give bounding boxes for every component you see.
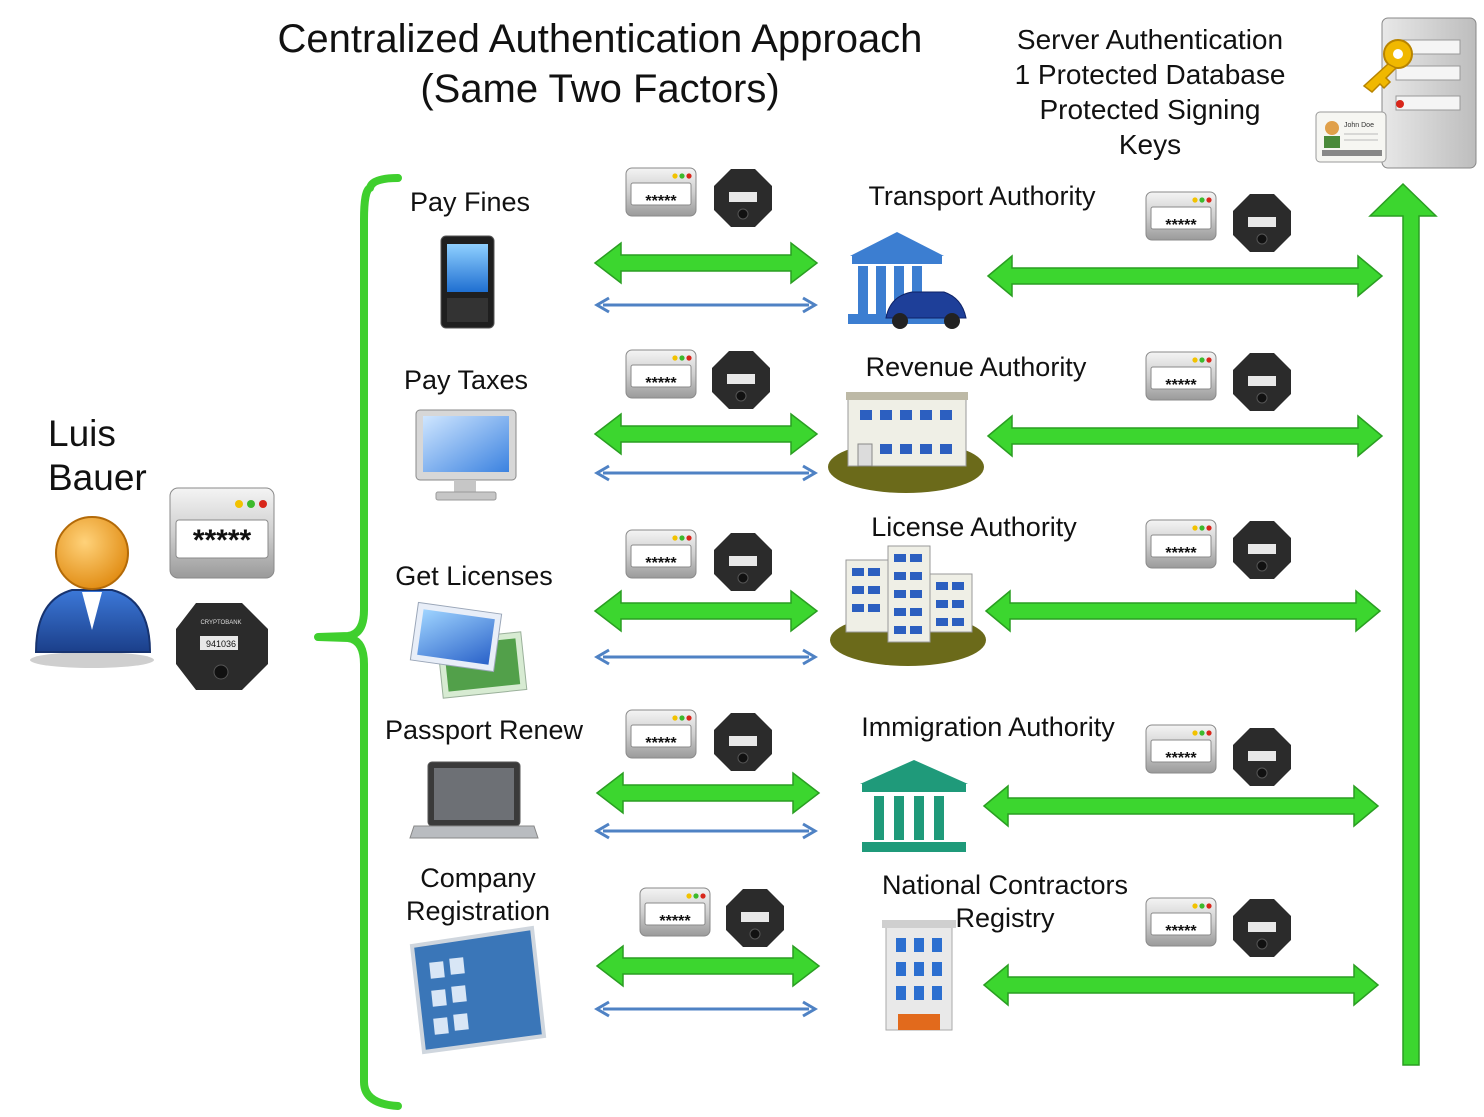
password-mask: *****	[659, 913, 691, 930]
service-icon-laptop	[409, 761, 539, 839]
password-mask: *****	[1165, 750, 1197, 767]
service-label-pay-fines: Pay Fines	[409, 187, 531, 217]
title-line-2: (Same Two Factors)	[420, 67, 780, 111]
green-arrow-service-authority	[594, 242, 818, 284]
key-icon	[1362, 39, 1413, 93]
password-mask: *****	[645, 735, 677, 752]
token-icon	[1232, 352, 1292, 412]
service-label-get-licenses: Get Licenses	[395, 561, 553, 591]
user-token-icon	[176, 603, 268, 690]
service-icon-app-window	[409, 925, 547, 1055]
id-card-name: John Doe	[1344, 122, 1374, 129]
server-line-2: 1 Protected Database	[1014, 59, 1286, 90]
green-arrow-authority-server	[987, 255, 1383, 297]
password-mask: *****	[645, 375, 677, 392]
office-building-icon	[828, 392, 984, 493]
green-arrow-authority-server	[987, 415, 1383, 457]
user-token-code: 941036	[206, 639, 236, 649]
token-icon	[713, 712, 773, 772]
green-arrow-service-authority	[596, 945, 820, 987]
blue-arrow-service-authority	[595, 296, 817, 314]
password-mask: *****	[1165, 923, 1197, 940]
authority-label-license: License Authority	[871, 512, 1077, 542]
green-arrow-service-authority	[594, 413, 818, 455]
password-mask: *****	[645, 193, 677, 210]
blue-arrow-service-authority	[595, 1000, 817, 1018]
user-first-name: Luis	[48, 413, 116, 454]
service-icon-phone	[440, 235, 495, 329]
authority-label-immigration: Immigration Authority	[861, 712, 1115, 742]
diagram-title: Centralized Authentication Approach (Sam…	[220, 14, 980, 114]
token-icon	[1232, 727, 1292, 787]
server-line-1: Server Authentication	[1016, 24, 1284, 55]
green-arrow-service-authority	[596, 772, 820, 814]
service-icon-monitor	[415, 409, 517, 501]
blue-arrow-service-authority	[595, 464, 817, 482]
token-icon	[1232, 193, 1292, 253]
green-arrow-authority-server	[983, 964, 1379, 1006]
courthouse-icon	[860, 760, 968, 852]
service-label-passport-renew: Passport Renew	[384, 715, 584, 745]
password-mask: *****	[1165, 545, 1197, 562]
office-complex-icon	[830, 545, 986, 666]
password-mask: *****	[1165, 217, 1197, 234]
service-label-company-registration: Company Registration	[405, 863, 551, 926]
blue-arrow-service-authority	[595, 648, 817, 666]
token-icon	[1232, 898, 1292, 958]
token-icon	[713, 532, 773, 592]
service-label-pay-taxes: Pay Taxes	[403, 365, 529, 395]
password-mask: *****	[1165, 377, 1197, 394]
token-icon	[711, 350, 771, 410]
password-mask: *****	[645, 555, 677, 572]
token-icon	[725, 888, 785, 948]
token-icon	[713, 168, 773, 228]
title-line-1: Centralized Authentication Approach	[277, 17, 923, 61]
user-last-name: Bauer	[48, 457, 147, 498]
server-line-4: Keys	[1118, 129, 1182, 160]
bank-with-car-icon	[848, 232, 967, 329]
services-brace	[314, 174, 402, 1110]
user-avatar-icon	[30, 516, 154, 668]
user-name: Luis Bauer	[48, 412, 147, 500]
authority-label-revenue: Revenue Authority	[865, 352, 1087, 382]
green-arrow-authority-server	[983, 785, 1379, 827]
server-line-3: Protected Signing	[1039, 94, 1261, 125]
server-description: Server Authentication 1 Protected Databa…	[990, 22, 1310, 162]
blue-arrow-service-authority	[595, 822, 817, 840]
service-icon-photos	[409, 601, 528, 699]
green-arrow-authority-server	[985, 590, 1381, 632]
tower-building-icon	[882, 920, 956, 1031]
user-token-brand: CRYPTOBANK	[200, 620, 241, 626]
authority-label-contractors: National Contractors Registry	[881, 870, 1129, 933]
id-card-icon: John Doe	[1315, 111, 1387, 163]
server-uplink-arrow	[1368, 182, 1438, 1066]
user-password-mask: *****	[193, 524, 252, 557]
green-arrow-service-authority	[594, 590, 818, 632]
token-icon	[1232, 520, 1292, 580]
authority-label-transport: Transport Authority	[868, 181, 1096, 211]
user-password-box-icon	[169, 487, 275, 579]
